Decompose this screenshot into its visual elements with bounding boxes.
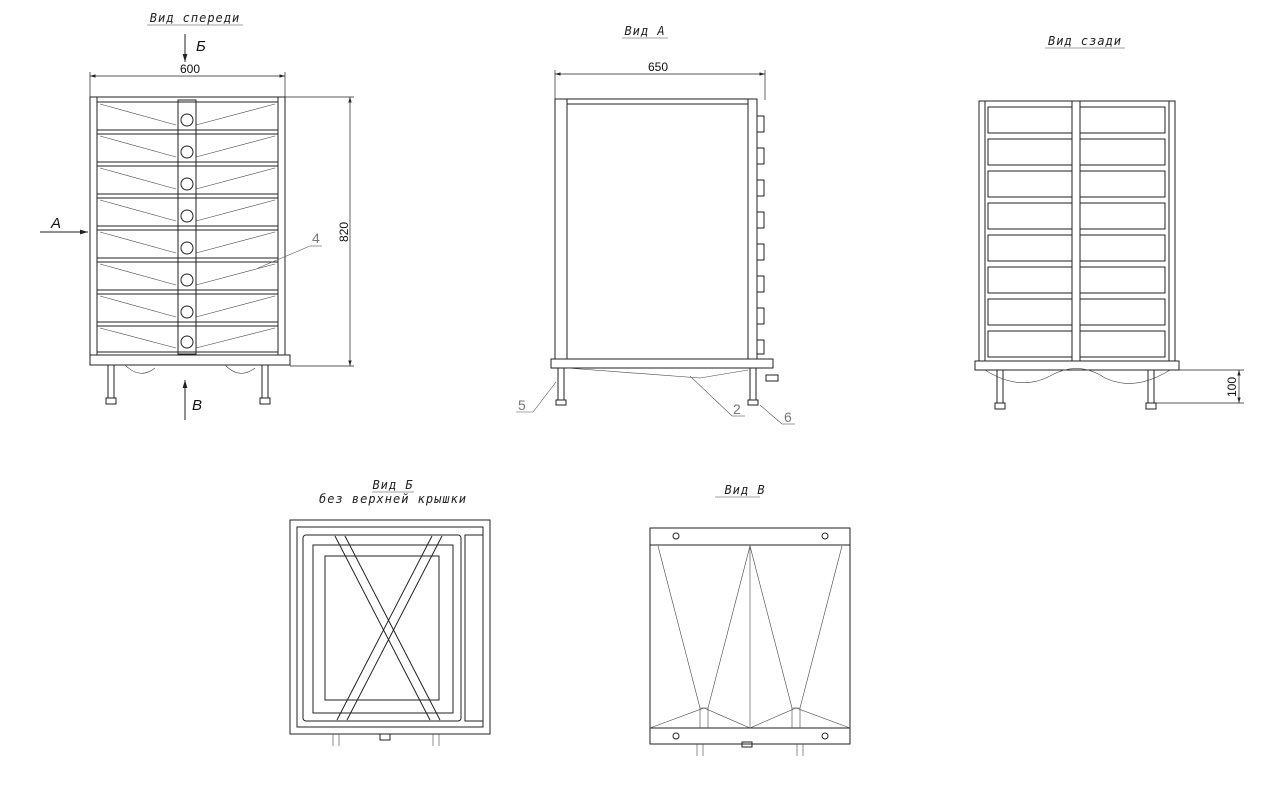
side-view-title: Вид А [624,24,665,38]
bottom-view-v: Вид В [649,483,851,756]
pos-5-leader [532,381,557,413]
bottom-drain-fold-ends [699,708,801,728]
front-tray [96,325,279,353]
back-view-title: Вид сзади [1048,34,1122,48]
front-tray [96,293,279,323]
front-leg-right [261,364,269,399]
back-base [974,360,1180,371]
tray-handle-hole [180,145,194,159]
bottom-bolt-hole [672,532,680,540]
front-trays [96,101,279,353]
top-drain [379,733,391,741]
side-base [550,358,774,369]
pos-4-leader [257,245,311,269]
side-leg-right [749,367,757,401]
back-leg-right [1147,369,1155,404]
side-view-a: Вид А 650 5 [516,24,795,425]
side-foot-left [555,399,567,406]
bottom-bolt-hole [821,532,829,540]
front-height-dim: 820 [337,222,351,242]
pos-6-label: 6 [784,409,792,425]
front-view-title: Вид спереди [150,11,240,25]
top-legs [332,734,440,746]
top-view-b: Вид Б без верхней крышки [289,478,491,746]
back-view: Вид сзади 100 [974,34,1244,410]
side-drain-tap [765,374,779,382]
front-foot-left [105,397,117,405]
top-view-title: Вид Б [372,478,413,492]
side-leg-left [557,367,565,401]
back-center-post [1071,100,1081,362]
side-post-right [747,98,758,360]
front-label-b: Б [196,38,206,55]
top-tray-bottom [324,555,440,701]
front-label-v: В [192,397,202,414]
side-foot-right [747,399,759,406]
front-tray [96,133,279,163]
front-tray [96,261,279,291]
bottom-bolt-hole [821,732,829,740]
back-leg-left [996,369,1004,404]
back-foot-left [994,402,1006,410]
bottom-legs [696,744,804,756]
top-tray-inner [312,544,454,714]
side-tray-tabs [756,115,765,355]
bottom-bolt-hole [672,732,680,740]
front-base [89,354,291,366]
tray-handle-hole [180,335,194,349]
top-tray-outline [302,534,462,722]
front-tray [96,197,279,227]
tray-handle-hole [180,273,194,287]
back-frame [978,100,1176,362]
back-foot-dim: 100 [1225,377,1239,397]
pos-5-label: 5 [518,397,526,413]
top-side-channel [464,534,484,722]
side-post-left [554,98,568,360]
side-width-dim: 650 [648,60,668,74]
back-trays [987,106,1166,358]
tray-handle-hole [180,113,194,127]
front-wheels [124,364,256,374]
back-foot-right [1145,402,1157,410]
front-tray [96,229,279,259]
top-outer-frame [289,519,491,735]
tray-handle-hole [180,305,194,319]
front-label-a: А [50,215,61,232]
front-tray-slopes [99,103,276,349]
front-leg-left [107,364,115,399]
front-foot-right [259,397,271,405]
tray-handle-hole [180,177,194,191]
bottom-frame [649,527,851,745]
front-tray [96,101,279,131]
back-drain-curve [984,368,1171,384]
tray-handle-hole [180,241,194,255]
bottom-drain [741,741,753,748]
pos-4-label: 4 [312,230,320,246]
front-center-strip [177,99,197,355]
pos-2-leader [689,375,733,417]
tray-handle-hole [180,209,194,223]
side-drain-slope [566,367,749,379]
pos-2-label: 2 [733,401,741,417]
top-view-subtitle: без верхней крышки [319,492,467,506]
pos-6-leader [759,404,783,425]
top-cross-braces [334,535,443,721]
front-tray [96,165,279,195]
side-frame [554,98,758,360]
front-width-dim: 600 [180,62,200,76]
bottom-view-title: Вид В [724,483,765,497]
front-view: Вид спереди Б 600 820 [40,11,354,420]
